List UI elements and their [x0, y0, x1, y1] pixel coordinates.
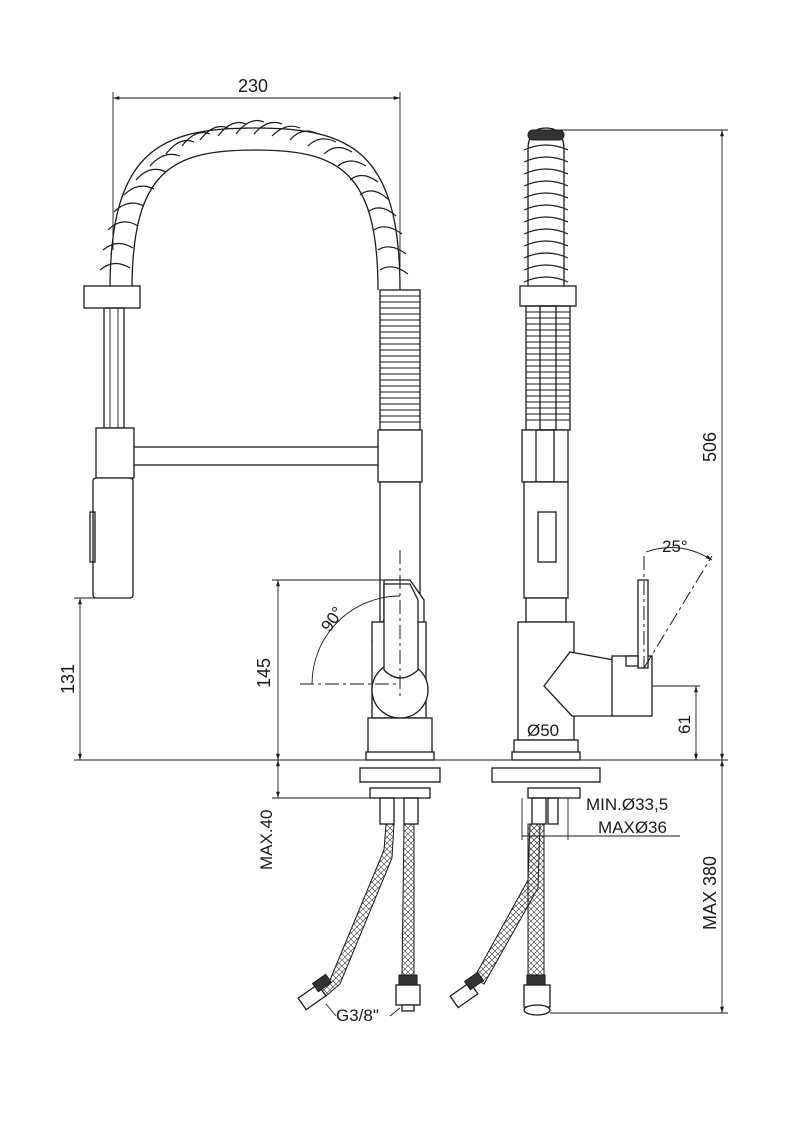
front-spray-head — [92, 477, 134, 599]
side-hose-right — [527, 823, 545, 976]
spout-height-label: 131 — [58, 664, 78, 694]
front-spray-holder — [95, 427, 135, 479]
front-spray-tube — [103, 307, 125, 429]
front-hose-left — [317, 823, 395, 997]
dimension-lines: 230 506 131 145 MAX.40 61 Ø50 MIN.Ø33,5 … — [58, 76, 728, 1025]
front-spring-coil — [99, 119, 409, 291]
side-angle-label: 25° — [662, 537, 688, 556]
handle-height-label: 145 — [254, 658, 274, 688]
front-fitting-left — [297, 973, 333, 1011]
front-mount-washer — [359, 767, 441, 783]
side-fitting-left — [449, 971, 485, 1009]
front-base — [367, 717, 433, 755]
front-ribbed-hose — [379, 289, 421, 431]
front-angle-label: 90° — [317, 603, 347, 635]
height-dimension-label: 506 — [700, 432, 720, 462]
front-base-ring — [365, 751, 435, 761]
base-height-label: 61 — [675, 715, 694, 734]
hole-min-label: MIN.Ø33,5 — [586, 795, 668, 814]
base-diameter-label: Ø50 — [527, 721, 559, 740]
deck-thickness-label: MAX.40 — [257, 810, 276, 870]
front-body-upper — [377, 429, 423, 483]
side-ribbed-hose — [525, 305, 571, 431]
front-fitting-right — [395, 974, 421, 1012]
side-fitting-right — [523, 974, 551, 1016]
front-horizontal-arm — [129, 446, 383, 466]
side-spring-coil — [523, 127, 569, 290]
side-spray-head — [523, 481, 569, 599]
hole-max-label: MAXØ36 — [598, 818, 667, 837]
side-view: 25° — [449, 127, 713, 1016]
width-dimension-label: 230 — [238, 76, 268, 96]
side-handle-lever — [637, 579, 649, 669]
front-mount-nut — [369, 787, 431, 799]
front-view: 90° — [83, 119, 441, 1012]
thread-size-label: G3/8" — [336, 1006, 379, 1025]
front-hose-right — [401, 823, 415, 976]
hose-length-label: MAX 380 — [700, 856, 720, 930]
front-spray-collar — [83, 285, 141, 309]
side-mount-nut — [527, 787, 581, 799]
side-column — [525, 597, 567, 623]
side-spray-collar — [519, 285, 577, 307]
side-spray-holder — [521, 429, 569, 483]
side-mount-washer — [491, 767, 601, 783]
